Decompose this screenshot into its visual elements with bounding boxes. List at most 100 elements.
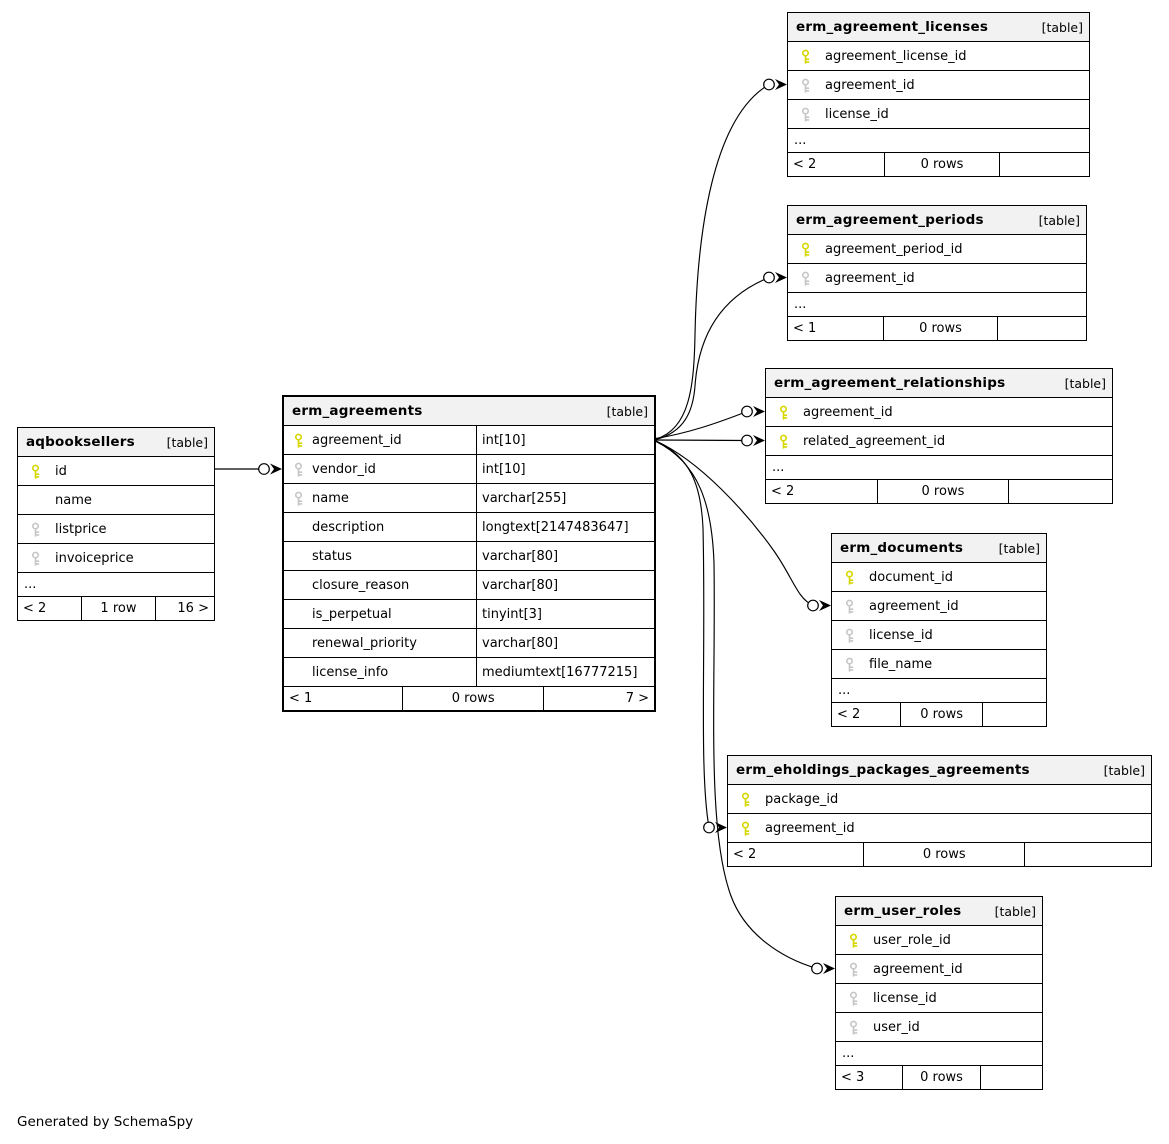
column-name: related_agreement_id xyxy=(803,433,946,449)
child-count xyxy=(980,1066,1042,1089)
column-row: agreement_id int[10] xyxy=(284,425,654,454)
column-type: varchar[80] xyxy=(476,542,654,570)
table-title[interactable]: erm_agreement_relationships xyxy=(774,375,1006,391)
table-title[interactable]: erm_agreements xyxy=(292,403,423,419)
edge-agreements-periods xyxy=(655,271,787,441)
column-name: vendor_id xyxy=(312,461,376,477)
child-count xyxy=(1024,843,1151,866)
column-row: license_id xyxy=(788,99,1089,128)
edge-agreements-relationships-2 xyxy=(655,434,765,447)
column-name: agreement_id xyxy=(825,270,915,286)
column-type: longtext[2147483647] xyxy=(476,513,654,541)
index-key-icon xyxy=(294,462,303,477)
column-type: tinyint[3] xyxy=(476,600,654,628)
column-row: name varchar[255] xyxy=(284,483,654,512)
index-key-icon xyxy=(31,522,40,537)
table-erm-agreement-relationships: erm_agreement_relationships [table] agre… xyxy=(765,368,1113,504)
row-count: 0 rows xyxy=(876,480,1008,503)
primary-key-icon xyxy=(801,242,810,257)
column-name: invoiceprice xyxy=(55,550,134,566)
index-key-icon xyxy=(845,657,854,672)
child-count xyxy=(981,703,1046,726)
column-row: agreement_id xyxy=(766,397,1112,426)
table-erm-user-roles: erm_user_roles [table] user_role_id agre… xyxy=(835,896,1043,1090)
column-row: agreement_period_id xyxy=(788,234,1086,263)
table-footer: < 2 0 rows xyxy=(728,842,1151,866)
edge-agreements-relationships-1 xyxy=(655,405,765,440)
column-name: is_perpetual xyxy=(312,606,392,622)
edge-aqbooksellers-vendor-id xyxy=(215,463,282,475)
index-key-icon xyxy=(31,551,40,566)
row-count: 0 rows xyxy=(900,703,981,726)
table-tag: [table] xyxy=(166,434,208,450)
table-title[interactable]: erm_documents xyxy=(840,540,964,556)
column-row: listprice xyxy=(18,514,214,543)
column-type: varchar[80] xyxy=(476,629,654,657)
column-name: renewal_priority xyxy=(312,635,417,651)
column-type: int[10] xyxy=(476,426,654,454)
column-type: varchar[255] xyxy=(476,484,654,512)
more-columns-ellipsis: ... xyxy=(788,128,1089,152)
parent-count: < 2 xyxy=(23,601,47,616)
column-row: user_id xyxy=(836,1012,1042,1041)
column-name: license_id xyxy=(869,627,933,643)
column-row: license_id xyxy=(832,620,1046,649)
row-count: 1 row xyxy=(80,597,155,620)
table-header: erm_agreement_relationships [table] xyxy=(766,369,1112,397)
index-key-icon xyxy=(849,991,858,1006)
row-count: 0 rows xyxy=(884,153,998,176)
table-footer: < 1 0 rows xyxy=(788,316,1086,340)
column-name: agreement_period_id xyxy=(825,241,963,257)
column-name: agreement_id xyxy=(869,598,959,614)
column-row: id xyxy=(18,456,214,485)
child-count: 16 > xyxy=(155,597,214,620)
primary-key-icon xyxy=(801,49,810,64)
more-columns-ellipsis: ... xyxy=(18,572,214,596)
table-title[interactable]: erm_user_roles xyxy=(844,903,962,919)
table-title[interactable]: erm_eholdings_packages_agreements xyxy=(736,762,1030,778)
more-columns-ellipsis: ... xyxy=(832,678,1046,702)
index-key-icon xyxy=(849,1020,858,1035)
column-row: status varchar[80] xyxy=(284,541,654,570)
parent-count: < 2 xyxy=(771,484,795,499)
table-erm-agreement-licenses: erm_agreement_licenses [table] agreement… xyxy=(787,12,1090,177)
table-header: erm_user_roles [table] xyxy=(836,897,1042,925)
row-count: 0 rows xyxy=(883,317,996,340)
index-key-icon xyxy=(801,78,810,93)
column-name: document_id xyxy=(869,569,953,585)
primary-key-icon xyxy=(779,434,788,449)
row-count: 0 rows xyxy=(901,1066,980,1089)
more-columns-ellipsis: ... xyxy=(836,1041,1042,1065)
edge-agreements-user-roles xyxy=(655,440,835,975)
column-name: name xyxy=(312,490,349,506)
table-footer: < 2 0 rows xyxy=(788,152,1089,176)
parent-count: < 3 xyxy=(841,1070,865,1085)
primary-key-icon xyxy=(849,933,858,948)
child-count xyxy=(1008,480,1112,503)
primary-key-icon xyxy=(779,405,788,420)
child-count xyxy=(996,317,1086,340)
table-tag: [table] xyxy=(994,903,1036,919)
column-row: document_id xyxy=(832,562,1046,591)
index-key-icon xyxy=(849,962,858,977)
table-title[interactable]: aqbooksellers xyxy=(26,434,135,450)
column-name: closure_reason xyxy=(312,577,410,593)
column-row: name xyxy=(18,485,214,514)
table-header: erm_agreement_licenses [table] xyxy=(788,13,1089,41)
primary-key-icon xyxy=(294,433,303,448)
column-name: description xyxy=(312,519,385,535)
column-row: license_info mediumtext[16777215] xyxy=(284,657,654,686)
parent-count: < 2 xyxy=(733,847,757,862)
child-count xyxy=(998,153,1089,176)
column-name: agreement_id xyxy=(873,961,963,977)
row-count: 0 rows xyxy=(402,687,543,710)
column-row: invoiceprice xyxy=(18,543,214,572)
table-title[interactable]: erm_agreement_periods xyxy=(796,212,984,228)
table-tag: [table] xyxy=(1064,375,1106,391)
edge-agreements-licenses xyxy=(655,78,787,440)
table-tag: [table] xyxy=(1103,762,1145,778)
more-columns-ellipsis: ... xyxy=(788,292,1086,316)
column-name: user_id xyxy=(873,1019,920,1035)
table-erm-documents: erm_documents [table] document_id agreem… xyxy=(831,533,1047,727)
table-title[interactable]: erm_agreement_licenses xyxy=(796,19,989,35)
